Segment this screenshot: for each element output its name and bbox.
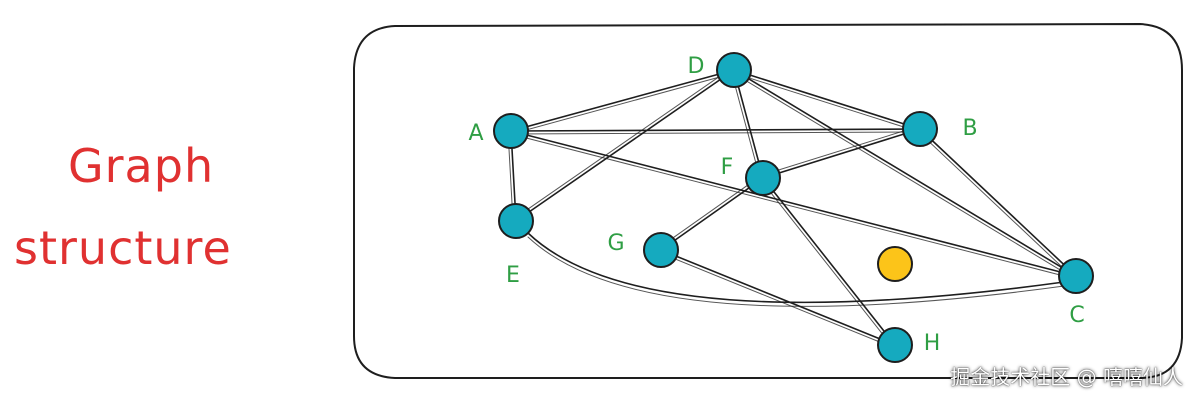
node-label-b: B [962, 116, 977, 141]
edge-f-h-stroke [760, 179, 894, 348]
edge-d-e-stroke [513, 67, 733, 220]
node-a [493, 113, 529, 149]
edge-d-b [733, 69, 921, 130]
edge-f-g [660, 177, 764, 251]
edge-d-c-stroke [731, 72, 1075, 280]
node-d [716, 52, 752, 88]
nodes-group [493, 52, 1094, 363]
node-label-c: C [1069, 303, 1084, 328]
edge-g-h-stroke [659, 252, 895, 349]
edge-a-b [510, 128, 921, 132]
edge-d-f-stroke [730, 70, 761, 180]
edge-b-f [762, 128, 921, 179]
title-line-2: structure [14, 221, 232, 275]
edge-d-e [515, 69, 735, 222]
edges-group [507, 67, 1077, 349]
node-e [498, 203, 534, 239]
node-b [902, 111, 938, 147]
edge-e-c [527, 232, 1065, 304]
watermark-text: 掘金技术社区 @ 嘻嘻仙人 [950, 365, 1183, 389]
node-f [745, 160, 781, 196]
graph-frame [353, 22, 1183, 379]
edge-d-b-stroke [732, 72, 920, 133]
node-label-a: A [468, 121, 483, 146]
title-line-1: Graph [68, 139, 214, 193]
edge-a-d-stroke [511, 72, 736, 135]
node-h [877, 327, 913, 363]
edge-f-g-stroke [658, 175, 762, 249]
edge-b-c-stroke [917, 130, 1075, 279]
edge-g-h [660, 249, 896, 346]
labels-group: D A B F E G C H [468, 54, 1084, 356]
node-label-h: H [924, 331, 941, 356]
node-label-e: E [506, 263, 520, 288]
edge-b-f-stroke [761, 125, 920, 176]
edge-b-c [919, 128, 1077, 277]
edge-a-d [510, 69, 735, 132]
node-g [643, 232, 679, 268]
edge-a-c-stroke [509, 133, 1076, 280]
edge-f-h [762, 177, 896, 346]
edge-d-c [733, 69, 1077, 277]
node-c [1058, 258, 1094, 294]
node-label-d: D [688, 54, 705, 79]
node-label-g: G [607, 231, 624, 256]
node-label-f: F [721, 155, 734, 180]
edge-d-f [733, 69, 764, 179]
highlight-node [877, 246, 913, 282]
edge-a-c [510, 130, 1077, 277]
edge-e-c-stroke [527, 236, 1065, 307]
edge-a-b-stroke [510, 131, 921, 135]
